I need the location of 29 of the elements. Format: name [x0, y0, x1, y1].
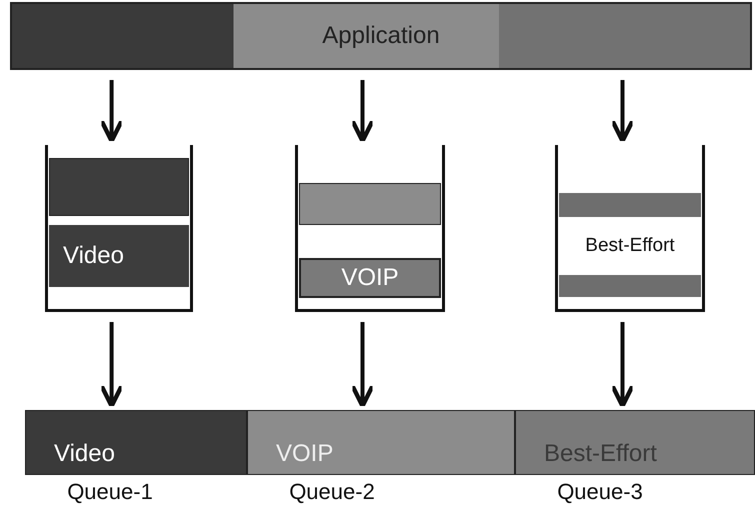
- queue-packet: [299, 183, 441, 225]
- queue-packet: [49, 158, 189, 216]
- queue-name: Queue-3: [556, 479, 644, 505]
- arrow: [610, 80, 635, 144]
- queue-label: VOIP: [341, 264, 399, 292]
- arrow: [99, 322, 124, 408]
- output-queue-cell: [247, 410, 515, 475]
- arrow: [610, 322, 635, 408]
- queue-label: Best-Effort: [544, 440, 657, 468]
- queue-name: Queue-1: [66, 479, 154, 505]
- queue-name: Queue-2: [288, 479, 376, 505]
- arrow: [350, 80, 375, 144]
- queue-container: [555, 145, 705, 312]
- arrow: [350, 322, 375, 408]
- output-queue-cell: [515, 410, 755, 475]
- output-queue-cell: [25, 410, 247, 475]
- queue-packet: [559, 193, 701, 217]
- arrow: [99, 80, 124, 144]
- queue-container: [295, 145, 445, 312]
- application-bar: [10, 2, 752, 70]
- queue-packet: [559, 275, 701, 297]
- queue-packet: [49, 225, 189, 287]
- queue-label: VOIP: [276, 440, 334, 468]
- application-label: Application: [322, 22, 440, 50]
- queue-label: Best-Effort: [585, 235, 675, 257]
- queue-label: Video: [63, 242, 124, 270]
- queue-packet: [299, 258, 441, 298]
- queue-container: [45, 145, 193, 312]
- queue-label: Video: [54, 440, 115, 468]
